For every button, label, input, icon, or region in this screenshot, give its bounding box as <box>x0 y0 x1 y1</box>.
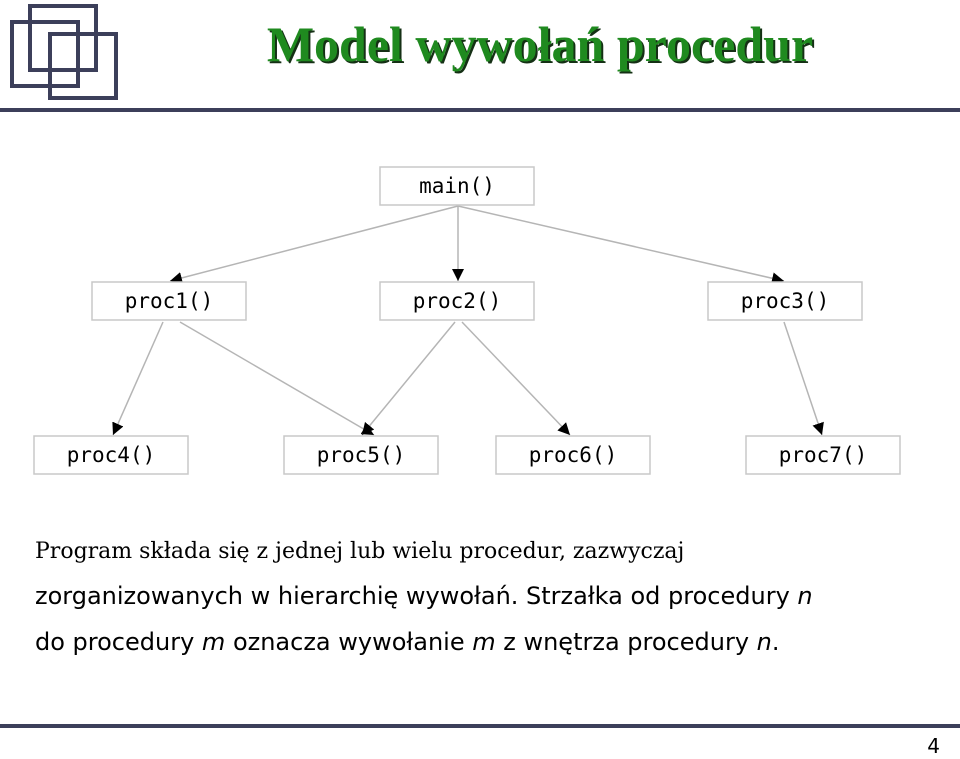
node-proc4-label: proc4() <box>67 443 156 467</box>
node-proc4: proc4() <box>33 435 189 475</box>
node-proc5: proc5() <box>283 435 439 475</box>
node-proc6: proc6() <box>495 435 651 475</box>
node-proc3: proc3() <box>707 281 863 321</box>
header-divider <box>0 108 960 112</box>
node-proc1-label: proc1() <box>125 289 214 313</box>
description-line-2: zorganizowanych w hierarchię wywołań. St… <box>35 573 955 620</box>
edge-proc2-proc6 <box>461 321 571 436</box>
node-proc3-label: proc3() <box>741 289 830 313</box>
node-proc2-label: proc2() <box>413 289 502 313</box>
edge-proc1-proc4 <box>112 321 164 436</box>
description-line-3-end: . <box>771 628 780 656</box>
italic-n: n <box>797 582 813 610</box>
node-proc1: proc1() <box>91 281 247 321</box>
node-main-label: main() <box>419 174 495 198</box>
description-line-3-text-a: do procedury <box>35 628 202 656</box>
node-proc5-label: proc5() <box>317 443 406 467</box>
node-proc2: proc2() <box>379 281 535 321</box>
footer-divider <box>0 724 960 728</box>
description-line-3-text-c: z wnętrza procedury <box>495 628 757 656</box>
edge-proc1-proc5 <box>179 321 375 436</box>
slide-title: Model wywołań procedur <box>266 16 814 72</box>
italic-m-2: m <box>472 628 496 656</box>
call-hierarchy-diagram: main() proc1() proc2() proc3() proc4() p… <box>33 166 901 475</box>
edge-main-proc1 <box>169 205 459 284</box>
logo-icon <box>10 4 118 100</box>
italic-m: m <box>201 628 226 656</box>
description-line-2-text: zorganizowanych w hierarchię wywołań. St… <box>35 582 798 610</box>
node-main: main() <box>379 166 535 206</box>
page-number: 4 <box>927 734 940 758</box>
description-line-3: do procedury m oznacza wywołanie m z wnę… <box>35 619 955 666</box>
edge-proc3-proc7 <box>783 321 824 436</box>
italic-n-2: n <box>756 628 772 656</box>
node-proc7: proc7() <box>745 435 901 475</box>
edge-proc2-proc5 <box>361 321 456 436</box>
description-line-1: Program składa się z jednej lub wielu pr… <box>35 528 955 575</box>
description-line-1-text: Program składa się z jednej lub wielu pr… <box>35 539 685 564</box>
node-proc6-label: proc6() <box>529 443 618 467</box>
node-proc7-label: proc7() <box>779 443 868 467</box>
description-line-3-text-b: oznacza wywołanie <box>225 628 473 656</box>
edges <box>112 205 824 436</box>
edge-main-proc3 <box>457 205 785 285</box>
